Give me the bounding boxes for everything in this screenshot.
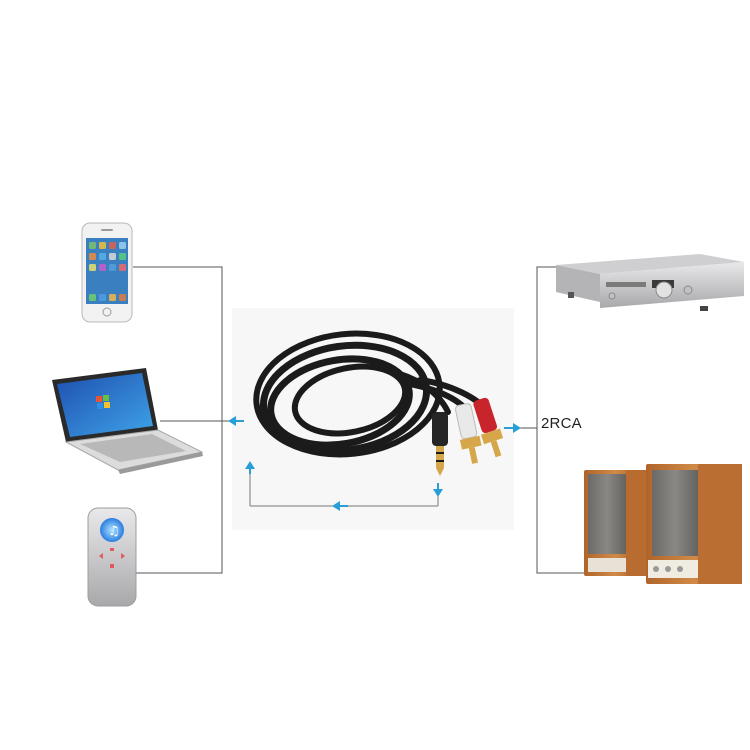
right-speaker xyxy=(646,464,742,584)
rca-white-plug xyxy=(455,403,482,464)
signal-arrows xyxy=(228,416,521,511)
source-connector-lines xyxy=(133,266,240,574)
arrow-to-laptop xyxy=(228,416,244,426)
phone-connector-line xyxy=(133,266,223,574)
svg-text:♫: ♫ xyxy=(108,524,120,539)
mp3-player-icon: ♫ xyxy=(87,507,137,607)
windows-logo-icon xyxy=(96,395,110,409)
arrow-down-plug xyxy=(433,483,443,497)
smartphone-icon xyxy=(81,222,133,323)
amplifier-icon xyxy=(556,254,744,311)
cable-icon xyxy=(253,330,491,458)
arrow-left-bottom xyxy=(332,501,348,511)
arrow-to-output xyxy=(504,423,521,433)
rca-red-plug xyxy=(473,397,504,458)
left-speaker xyxy=(584,470,646,576)
arrow-up-left xyxy=(245,461,255,474)
laptop-icon xyxy=(52,368,204,474)
dest-bracket-line xyxy=(536,266,584,574)
speakers-icon xyxy=(584,464,742,584)
jack-35mm xyxy=(432,412,448,476)
output-label-2rca: 2RCA xyxy=(541,415,582,432)
